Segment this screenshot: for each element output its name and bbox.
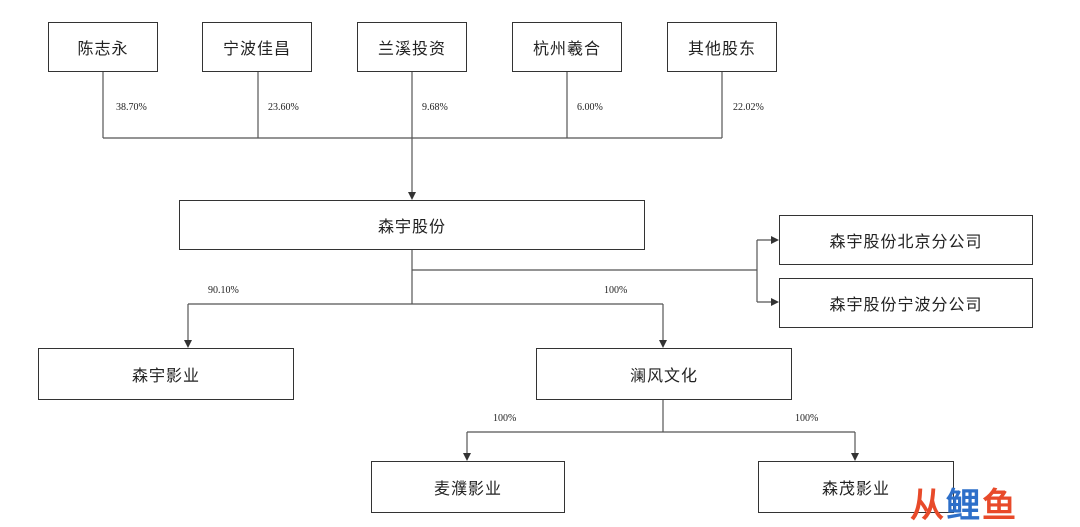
branch-box-ningbo: 森宇股份宁波分公司 [779,278,1033,328]
subsub-box-maipu: 麦濮影业 [371,461,565,513]
subsidiary-name: 澜风文化 [629,366,698,385]
subsub-box-senmao: 森茂影业 [758,461,954,513]
shareholder-name: 宁波佳昌 [222,39,291,58]
shareholder-pct-2: 23.60% [268,102,299,113]
shareholder-box-3: 兰溪投资 [357,22,467,72]
subsub-name: 麦濮影业 [433,479,502,498]
watermark-logo: 从鲤鱼 [910,478,1018,527]
subsidiary-pct-2: 100% [604,285,628,296]
subsidiary-pct-1: 90.10% [208,285,239,296]
subsub-name: 森茂影业 [821,479,890,498]
branch-box-beijing: 森宇股份北京分公司 [779,215,1033,265]
subsidiary-box-lanfeng: 澜风文化 [536,348,792,400]
subsidiary-box-senyu-film: 森宇影业 [38,348,294,400]
shareholder-box-1: 陈志永 [48,22,158,72]
branch-name: 森宇股份北京分公司 [829,232,983,251]
company-box: 森宇股份 [179,200,645,250]
shareholder-pct-1: 38.70% [116,102,147,113]
subsidiary-name: 森宇影业 [131,366,200,385]
watermark-char-1: 从 [910,486,946,526]
shareholder-name: 其他股东 [687,39,756,58]
shareholder-name: 杭州羲合 [532,39,601,58]
company-name: 森宇股份 [377,217,446,236]
branch-name: 森宇股份宁波分公司 [829,295,983,314]
watermark-char-3: 鱼 [982,486,1018,526]
subsub-pct-1: 100% [493,413,517,424]
shareholder-name: 陈志永 [77,39,129,58]
shareholder-pct-3: 9.68% [422,102,448,113]
shareholder-pct-4: 6.00% [577,102,603,113]
subsub-pct-2: 100% [795,413,819,424]
shareholder-box-5: 其他股东 [667,22,777,72]
watermark-char-2: 鲤 [946,486,982,526]
shareholder-pct-5: 22.02% [733,102,764,113]
shareholder-box-4: 杭州羲合 [512,22,622,72]
shareholder-name: 兰溪投资 [377,39,446,58]
shareholder-box-2: 宁波佳昌 [202,22,312,72]
